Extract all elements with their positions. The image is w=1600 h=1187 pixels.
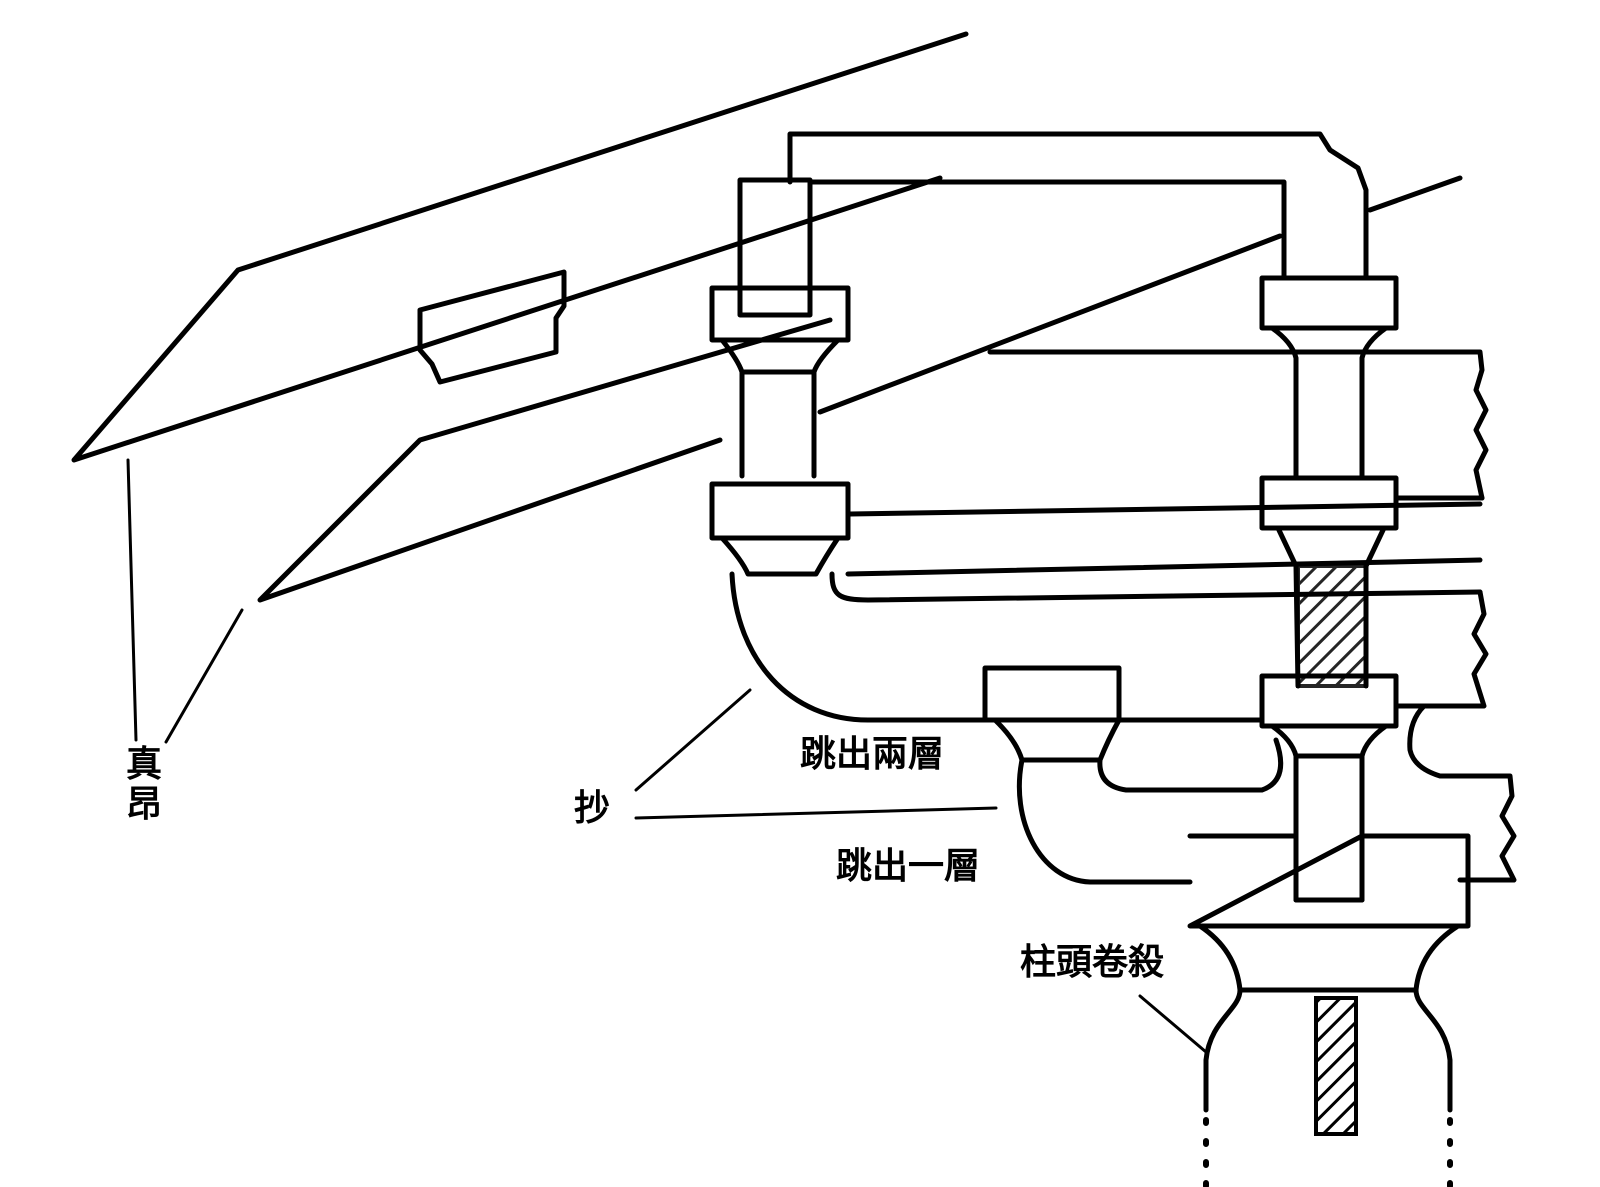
inclined-ang-boards <box>71 31 1463 603</box>
label-chao: 抄 <box>574 788 610 829</box>
curved-cantilever-arm <box>729 501 1483 723</box>
right-rafter-line <box>1367 175 1463 213</box>
upper-ang-board <box>71 31 969 463</box>
long-rafter-line <box>817 233 1283 415</box>
label-zhu-tou-juan-sha: 柱頭卷殺 <box>1020 942 1164 983</box>
leader-lines <box>126 458 1208 1054</box>
right-beams-with-breaks <box>987 349 1517 883</box>
leader-tiao-chu <box>634 806 998 820</box>
leader-zhen-ang-1 <box>126 458 138 742</box>
left-bracket-stack <box>709 177 851 577</box>
leader-zhen-ang-2 <box>164 608 244 744</box>
lattice-infill <box>1296 564 1368 688</box>
capital-block <box>1187 833 1471 993</box>
block-on-ang <box>417 269 567 385</box>
label-tiao-chu-liang-ceng: 跳出兩層 <box>800 734 944 775</box>
column-core-hatch <box>1314 996 1358 1136</box>
label-zhen-ang-2: 昂 <box>126 784 162 825</box>
top-beam <box>787 131 1369 281</box>
upper-ang-lower-edge <box>257 317 833 603</box>
labels: 真 昂 抄 跳出兩層 跳出一層 柱頭卷殺 <box>126 734 1164 983</box>
right-bracket-stack <box>1259 275 1399 903</box>
label-tiao-chu-yi-ceng: 跳出一層 <box>836 846 980 887</box>
leader-zhu-tou <box>1138 994 1208 1054</box>
label-zhen-ang-1: 真 <box>126 744 162 785</box>
column <box>1203 987 1453 1187</box>
middle-bracket <box>982 665 1284 885</box>
leader-chao <box>634 688 752 792</box>
